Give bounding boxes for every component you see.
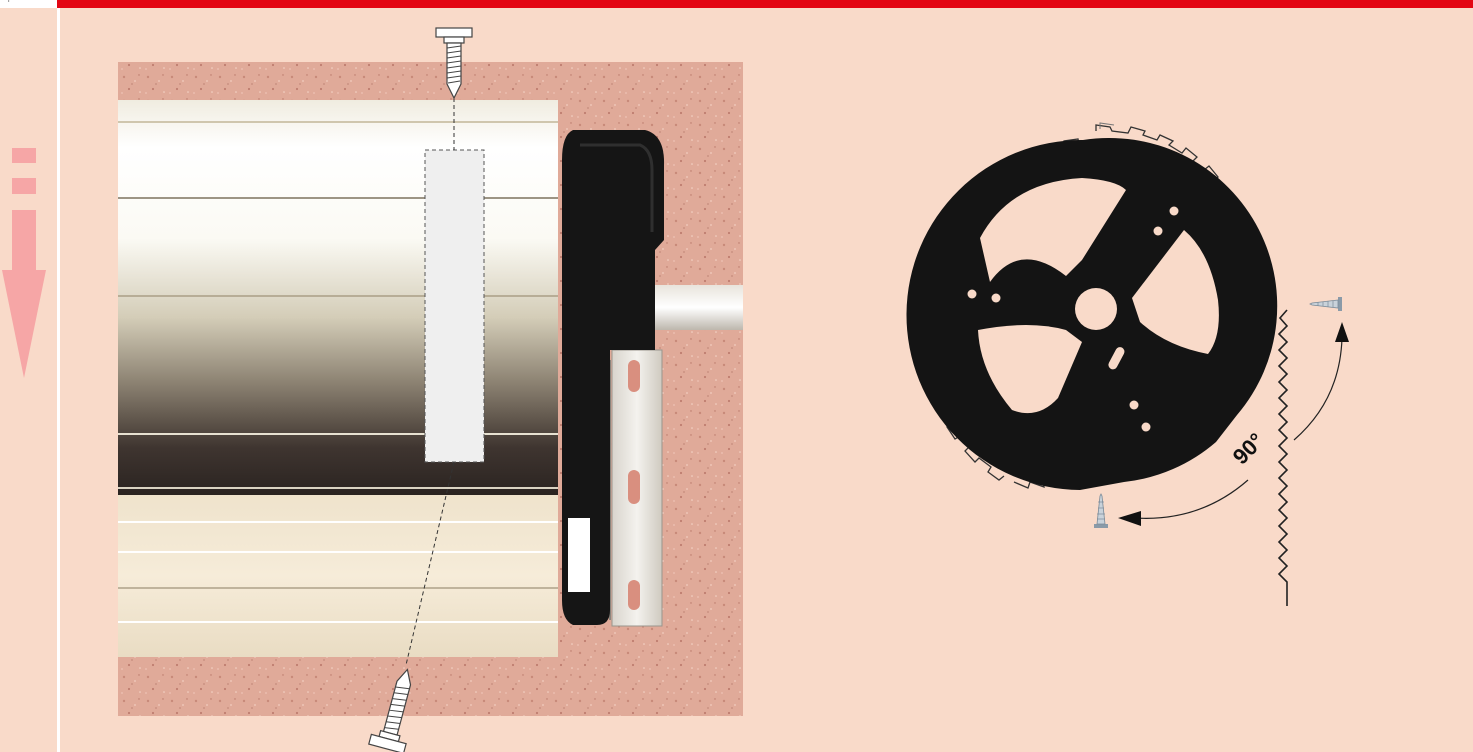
left-sidebar [0,8,57,752]
screw-icon [368,668,412,752]
motor-label [568,518,590,592]
info-down-arrow-icon [2,148,46,378]
arrow-head [1335,322,1349,342]
header-tab-text: i [8,0,10,4]
header-bar [0,0,1473,8]
motor-shaft [655,285,743,330]
screw-icon [1094,493,1108,528]
header-tab: i [0,0,57,8]
sidebar-divider [57,8,60,752]
tube-body [118,100,558,495]
motor-head [562,130,665,625]
wall-profile [1277,309,1289,606]
screw-icon [435,27,473,100]
screw-icon [1309,297,1342,311]
motor-installation-illustration [118,27,743,752]
arrow-head [1118,511,1141,526]
